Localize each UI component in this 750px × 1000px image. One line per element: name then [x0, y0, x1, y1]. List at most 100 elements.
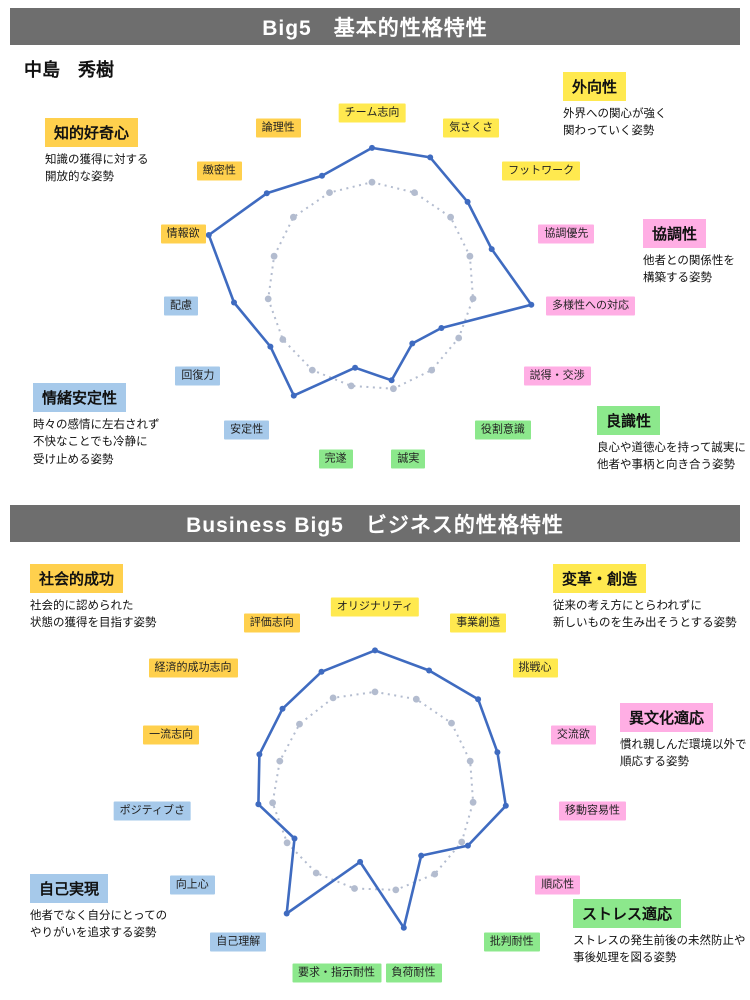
- big5-header-bar: Big5 基本的性格特性: [10, 8, 740, 45]
- axis-label: 批判耐性: [483, 932, 540, 952]
- average-series-point: [290, 213, 297, 221]
- person-series-point: [388, 377, 395, 384]
- trait-agreeableness: 協調性 他者との関係性を 構築する姿勢: [643, 219, 735, 288]
- average-series-line: [267, 181, 474, 390]
- axis-label: 回復力: [175, 366, 221, 385]
- average-series-point: [411, 189, 418, 197]
- axis-label: 負荷耐性: [385, 963, 442, 983]
- average-series-point: [458, 838, 466, 846]
- person-series-point: [263, 190, 270, 197]
- trait-title: 知的好奇心: [45, 118, 139, 147]
- axis-label: 役割意識: [474, 420, 531, 440]
- average-series-point: [296, 720, 303, 728]
- trait-title: 良識性: [597, 406, 661, 435]
- average-series-point: [469, 798, 477, 806]
- average-series-point: [269, 799, 276, 807]
- person-series-line: [207, 146, 533, 397]
- trait-social-success: 社会的成功 社会的に認められた 状態の獲得を目指す姿勢: [30, 564, 157, 633]
- axis-label: 安定性: [224, 420, 270, 440]
- average-series-point: [368, 178, 376, 186]
- person-series-point: [464, 842, 471, 849]
- trait-title: 変革・創造: [553, 564, 647, 593]
- average-series-point: [448, 719, 455, 727]
- trait-emotional-stability: 情緒安定性 時々の感情に左右されず 不快なことでも冷静に 受け止める姿勢: [33, 383, 160, 469]
- big5-section: Big5 基本的性格特性 中島 秀樹 チーム志向気さくさフットワーク協調優先多様…: [0, 0, 750, 497]
- average-series-point: [455, 334, 463, 342]
- axis-label: 完遂: [318, 449, 353, 469]
- big5-header-title: Big5 基本的性格特性: [262, 16, 488, 40]
- axis-label: 移動容易性: [559, 801, 626, 821]
- axis-label: 評価志向: [243, 613, 300, 633]
- axis-label: 順応性: [535, 875, 581, 894]
- axis-label: 多様性への対応: [546, 296, 635, 316]
- axis-label: 一流志向: [143, 725, 200, 745]
- average-series-point: [279, 336, 287, 343]
- business-big5-radar-chart: [255, 647, 509, 931]
- trait-title: 異文化適応: [620, 703, 714, 732]
- business-big5-section: Business Big5 ビジネス的性格特性 オリジナリティ事業創造挑戦心交流…: [0, 497, 750, 1000]
- person-series-point: [283, 910, 290, 917]
- big5-axis-labels: チーム志向気さくさフットワーク協調優先多様性への対応説得・交渉役割意識誠実完遂安…: [0, 0, 750, 497]
- average-series-point: [431, 870, 439, 878]
- axis-label: 論理性: [255, 118, 301, 138]
- average-series-point: [326, 189, 333, 197]
- big5-radar-chart: [205, 144, 535, 399]
- average-series-point: [283, 839, 291, 847]
- axis-label: 要求・指示耐性: [292, 963, 381, 983]
- person-series-point: [502, 802, 509, 809]
- axis-label: チーム志向: [338, 103, 406, 123]
- axis-label: フットワーク: [502, 161, 581, 181]
- person-series-point: [427, 154, 434, 161]
- person-series-point: [318, 668, 325, 675]
- business-big5-header-title: Business Big5 ビジネス的性格特性: [186, 513, 564, 537]
- axis-label: 自己理解: [210, 932, 267, 952]
- axis-label: 説得・交渉: [523, 366, 591, 385]
- person-series-point: [528, 301, 535, 308]
- trait-description: 従来の考え方にとらわれずに 新しいものを生み出そうとする姿勢: [553, 600, 737, 630]
- trait-title: ストレス適応: [573, 899, 682, 928]
- person-series-point: [267, 343, 274, 350]
- trait-stress-adaptation: ストレス適応 ストレスの発生前後の未然防止や 事後処理を図る姿勢: [573, 899, 746, 968]
- person-series-point: [464, 198, 471, 205]
- person-series-point: [231, 299, 237, 306]
- axis-label: 向上心: [169, 875, 215, 894]
- person-series-point: [400, 924, 407, 931]
- trait-intellectual-curiosity: 知的好奇心 知識の獲得に対する 開放的な姿勢: [45, 118, 149, 187]
- trait-description: 良心や道徳心を持って誠実に 他者や事柄と向き合う姿勢: [597, 442, 746, 472]
- trait-description: 他者との関係性を 構築する姿勢: [643, 255, 735, 285]
- average-series-point: [469, 295, 477, 302]
- person-series-line: [257, 649, 508, 930]
- trait-description: 知識の獲得に対する 開放的な姿勢: [45, 154, 149, 184]
- average-series-point: [264, 295, 272, 303]
- axis-label: 配慮: [164, 296, 198, 316]
- person-series-point: [438, 325, 445, 331]
- average-series-point: [466, 252, 474, 260]
- trait-cross-cultural-adaptation: 異文化適応 慣れ親しんだ環境以外で 順応する姿勢: [620, 703, 747, 772]
- axis-label: ポジティブさ: [113, 801, 191, 821]
- person-series-point: [369, 144, 375, 151]
- person-series-point: [205, 232, 212, 238]
- trait-description: 時々の感情に左右されず 不快なことでも冷静に 受け止める姿勢: [33, 419, 160, 466]
- average-series-point: [270, 252, 278, 260]
- average-series-point: [312, 869, 320, 877]
- person-series-point: [372, 647, 378, 654]
- trait-description: 外界への関心が強く 関わっていく姿勢: [563, 108, 667, 138]
- person-series-point: [279, 705, 286, 712]
- axis-label: オリジナリティ: [330, 597, 420, 617]
- person-series-point: [290, 392, 297, 399]
- trait-description: ストレスの発生前後の未然防止や 事後処理を図る姿勢: [573, 935, 746, 965]
- average-series-point: [412, 695, 420, 703]
- axis-label: 挑戦心: [512, 658, 558, 678]
- person-series-point: [418, 852, 425, 859]
- person-series-point: [352, 364, 359, 371]
- trait-extraversion: 外向性 外界への関心が強く 関わっていく姿勢: [563, 72, 667, 141]
- average-series-point: [447, 213, 454, 221]
- axis-label: 事業創造: [450, 613, 507, 633]
- average-series-point: [428, 366, 436, 374]
- axis-label: 経済的成功志向: [148, 658, 238, 678]
- average-series-point: [308, 366, 316, 374]
- person-series-point: [291, 835, 298, 842]
- trait-description: 他者でなく自分にとっての やりがいを追求する姿勢: [30, 910, 168, 940]
- average-series-point: [371, 688, 379, 696]
- trait-title: 協調性: [643, 219, 707, 248]
